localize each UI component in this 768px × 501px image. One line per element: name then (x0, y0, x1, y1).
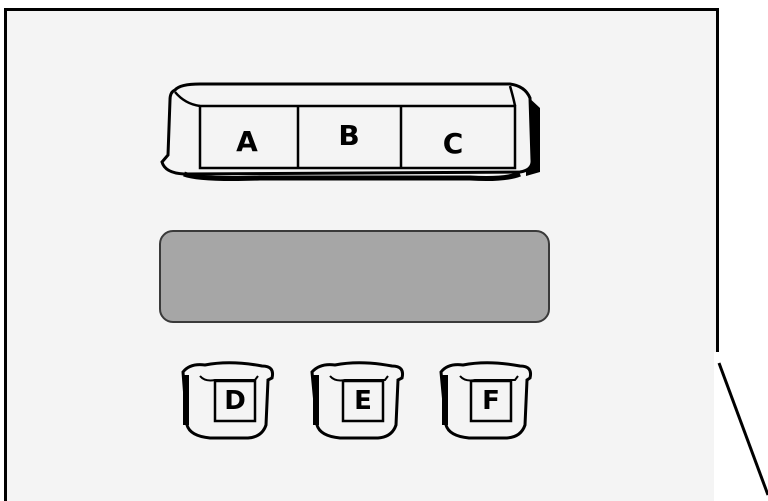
key-f-label: F (476, 388, 506, 414)
key-d-label: D (220, 388, 250, 414)
key-e-label: E (348, 388, 378, 414)
